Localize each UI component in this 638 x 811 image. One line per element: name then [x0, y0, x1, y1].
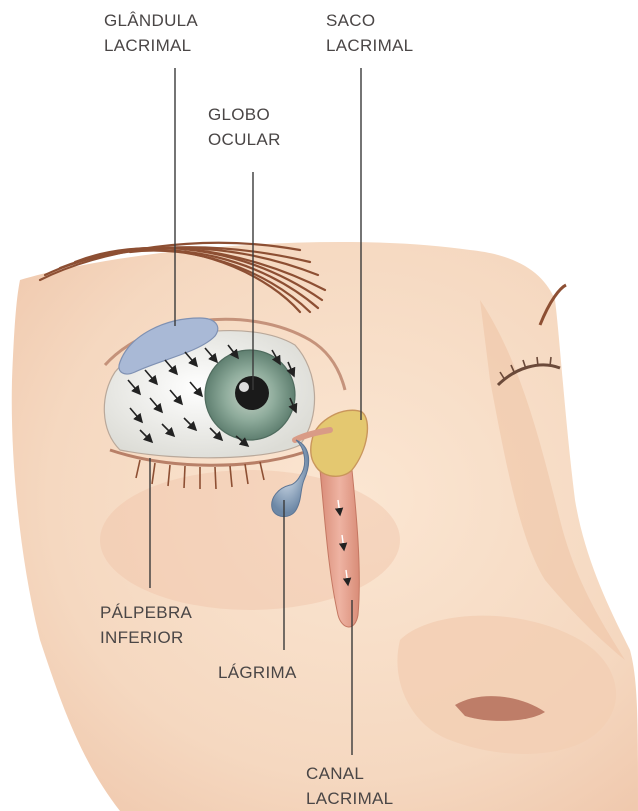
pupil	[235, 376, 269, 410]
pupil-highlight	[239, 382, 249, 392]
label-tear: LÁGRIMA	[218, 660, 297, 685]
label-lacrimal-gland: GLÂNDULA LACRIMAL	[104, 8, 198, 58]
label-eyeball: GLOBO OCULAR	[208, 102, 281, 152]
label-lower-eyelid: PÁLPEBRA INFERIOR	[100, 600, 192, 650]
label-lacrimal-duct: CANAL LACRIMAL	[306, 761, 393, 811]
label-lacrimal-sac: SACO LACRIMAL	[326, 8, 413, 58]
